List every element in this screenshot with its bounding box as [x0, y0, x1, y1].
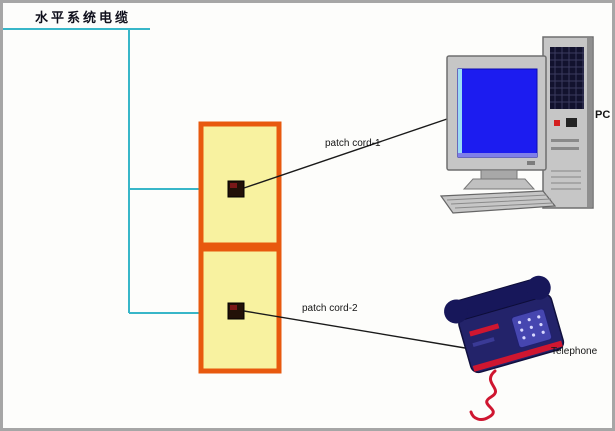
patch-cord-2-label: patch cord-2	[302, 303, 358, 314]
patch-cord-2-line	[243, 310, 472, 350]
outlet-1-port	[227, 180, 245, 198]
pc-keyboard	[439, 190, 557, 214]
outlet-2	[198, 246, 282, 374]
monitor-button	[527, 161, 535, 165]
outlet-2-port	[227, 302, 245, 320]
telephone-label: Telephone	[551, 346, 598, 357]
pc-tower	[542, 36, 594, 209]
horizontal-cable-label: 水平系统电缆	[35, 10, 132, 25]
pc-monitor	[446, 55, 547, 190]
outlet-1	[198, 121, 282, 248]
patch-cord-1-line	[243, 118, 448, 189]
pc-label: PC	[595, 109, 611, 121]
phone-cord	[469, 369, 498, 421]
power-led	[554, 120, 560, 126]
power-button	[566, 118, 577, 127]
diagram-art	[3, 28, 594, 421]
telephone-graphic	[444, 275, 565, 421]
patch-cord-1-label: patch cord-1	[325, 138, 381, 149]
horizontal-cable-line	[3, 28, 230, 314]
pc-graphic	[439, 36, 594, 214]
